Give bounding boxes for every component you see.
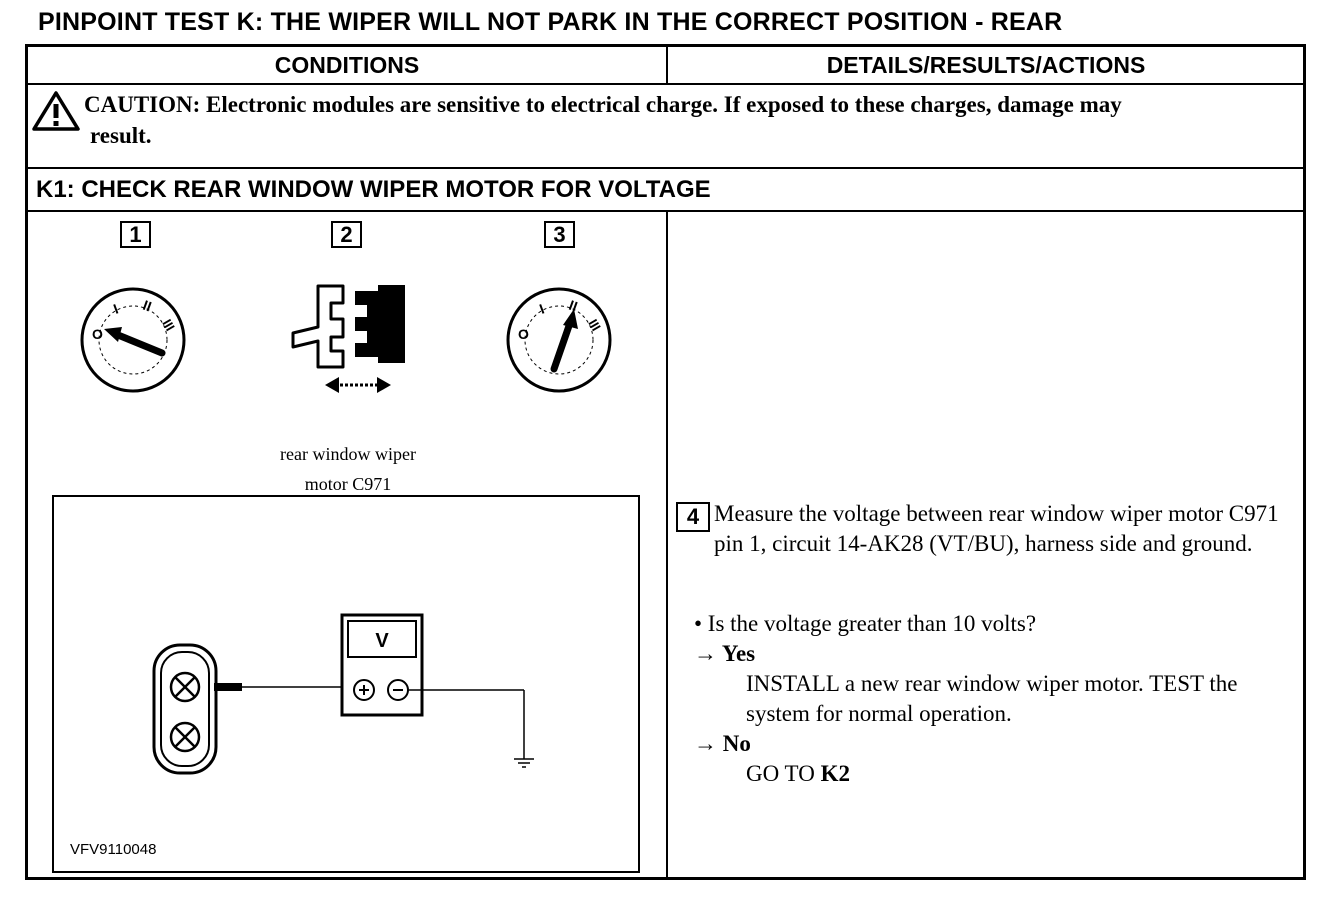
voltage-measurement-diagram: V VFV9110048 xyxy=(52,495,640,873)
connector-label-line2: motor C971 xyxy=(304,474,392,494)
ignition-switch-on-icon: O I II III xyxy=(506,287,612,393)
k1-rule xyxy=(28,210,1303,212)
svg-text:O: O xyxy=(92,326,103,342)
column-header-conditions: CONDITIONS xyxy=(274,52,420,78)
result-no-action: GO TO K2 xyxy=(746,759,850,789)
page-title: PINPOINT TEST K: THE WIPER WILL NOT PARK… xyxy=(38,8,1063,36)
figure-id: VFV9110048 xyxy=(70,841,157,858)
step-number-2: 2 xyxy=(331,221,362,248)
ignition-switch-off-icon: O I II III xyxy=(80,287,186,393)
svg-text:I: I xyxy=(111,301,120,317)
connector-label-line1: rear window wiper xyxy=(280,444,416,464)
caution-rule xyxy=(28,167,1303,169)
pinpoint-test-table: CONDITIONS DETAILS/RESULTS/ACTIONS CAUTI… xyxy=(25,44,1306,880)
arrow-right-icon: → xyxy=(694,641,717,666)
warning-triangle-icon xyxy=(32,91,80,131)
column-header-details: DETAILS/RESULTS/ACTIONS xyxy=(826,52,1146,78)
svg-text:I: I xyxy=(537,301,546,317)
step-number-3: 3 xyxy=(544,221,575,248)
result-yes-action: INSTALL a new rear window wiper motor. T… xyxy=(746,671,1238,726)
goto-link-k2[interactable]: K2 xyxy=(820,761,850,786)
test-question: • Is the voltage greater than 10 volts? xyxy=(694,611,1037,636)
arrow-right-icon: → xyxy=(694,731,717,756)
header-rule xyxy=(28,83,1303,85)
body-divider xyxy=(666,212,668,880)
caution-text-line2: result. xyxy=(90,123,152,148)
result-no: → No xyxy=(694,729,751,759)
connector-label: rear window wiper motor C971 xyxy=(258,439,438,499)
circuit-diagram: V xyxy=(152,613,534,775)
result-yes: → Yes xyxy=(694,639,755,669)
meter-label: V xyxy=(375,630,389,652)
header-divider xyxy=(666,47,668,83)
goto-label: GO TO xyxy=(746,761,815,786)
result-no-label: No xyxy=(722,731,751,756)
caution-text-line1: CAUTION: Electronic modules are sensitiv… xyxy=(84,92,1122,117)
step4-instruction: Measure the voltage between rear window … xyxy=(714,501,1279,556)
step-heading-k1: K1: CHECK REAR WINDOW WIPER MOTOR FOR VO… xyxy=(36,176,711,203)
svg-text:O: O xyxy=(518,326,529,342)
step-number-1: 1 xyxy=(120,221,151,248)
connector-disconnect-icon xyxy=(291,284,405,393)
step-number-4: 4 xyxy=(676,502,710,532)
result-yes-label: Yes xyxy=(721,641,756,666)
